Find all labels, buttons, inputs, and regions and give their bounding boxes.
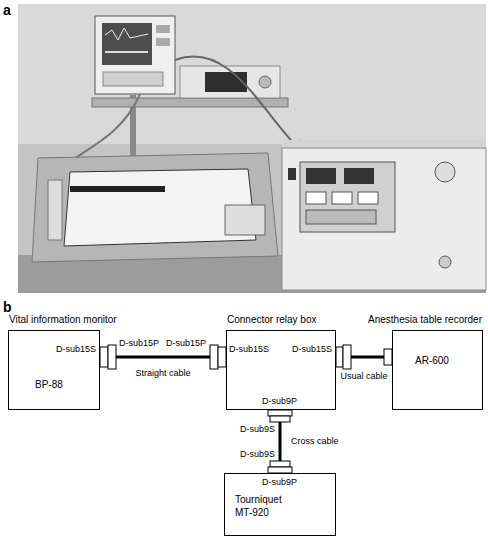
cable-photo [175, 56, 300, 150]
cable-label: Usual cable [339, 371, 388, 381]
dsub-connector [108, 345, 116, 369]
tourniquet-photo [306, 192, 326, 204]
recorder-table-photo [32, 153, 278, 262]
photo-background [18, 4, 486, 144]
dsub-connector [270, 461, 290, 467]
recorder-table-photo [32, 153, 278, 262]
connector-label: D-sub9P [262, 396, 297, 406]
tourniquet-photo [282, 140, 486, 290]
tourniquet-photo [300, 162, 395, 232]
box-label: BP-88 [35, 379, 63, 392]
dsub-connector [268, 410, 292, 416]
monitor-photo [95, 16, 175, 94]
monitor-photo [102, 23, 152, 65]
photo-background [18, 4, 486, 293]
recorder-table-photo [48, 180, 62, 240]
dsub-connector [218, 347, 226, 367]
dsub-connector [384, 349, 392, 365]
dsub-connector [270, 416, 290, 422]
connector-label: D-sub15P [166, 338, 206, 348]
connector-label: D-sub15S [229, 344, 269, 354]
connector-label: D-sub15P [119, 338, 159, 348]
tourniquet-photo [358, 192, 378, 204]
dsub-connector [343, 345, 351, 369]
cable-label: Straight cable [134, 368, 191, 378]
connector-label: D-sub9S [240, 424, 275, 434]
device-box: Anesthesia table recorderAR-600 [392, 330, 483, 410]
tourniquet-photo [306, 210, 376, 224]
dsub-connector [210, 345, 218, 369]
monitor-photo [105, 51, 148, 53]
recorder-table-photo [70, 186, 165, 192]
tourniquet-photo [332, 192, 352, 204]
box-label: AR-600 [415, 355, 449, 368]
box-heading: Connector relay box [227, 314, 317, 326]
monitor-photo [92, 16, 288, 165]
device-box: Vital information monitorBP-88 [8, 330, 100, 410]
connector-label: D-sub9S [240, 449, 275, 459]
photo-background [18, 4, 486, 293]
tourniquet-photo [439, 256, 451, 268]
device-photo [259, 76, 271, 88]
device-photo [205, 72, 247, 92]
box-heading: Anesthesia table recorder [368, 314, 482, 326]
connector-label: D-sub15S [56, 344, 96, 354]
tourniquet-photo [288, 168, 296, 180]
tourniquet-photo [435, 162, 455, 182]
tourniquet-photo [344, 168, 374, 184]
tourniquet-photo [306, 168, 336, 184]
connector-label: D-sub9P [262, 477, 297, 487]
recorder-table-photo [225, 205, 265, 235]
panel-letter: a [3, 3, 11, 17]
dsub-connector [336, 347, 343, 367]
box-label: Tourniquet MT-920 [235, 494, 297, 519]
connector-label: D-sub15S [292, 344, 332, 354]
dsub-connector [100, 347, 108, 367]
cable-line [100, 356, 226, 359]
monitor-photo [156, 38, 170, 46]
monitor-photo [156, 25, 170, 33]
monitor-photo [103, 72, 163, 86]
tourniquet-photo [282, 148, 486, 290]
panel-letter: b [3, 300, 12, 314]
box-heading: Vital information monitor [9, 314, 117, 326]
monitor-photo [105, 28, 148, 40]
cable-label: Cross cable [290, 436, 340, 446]
